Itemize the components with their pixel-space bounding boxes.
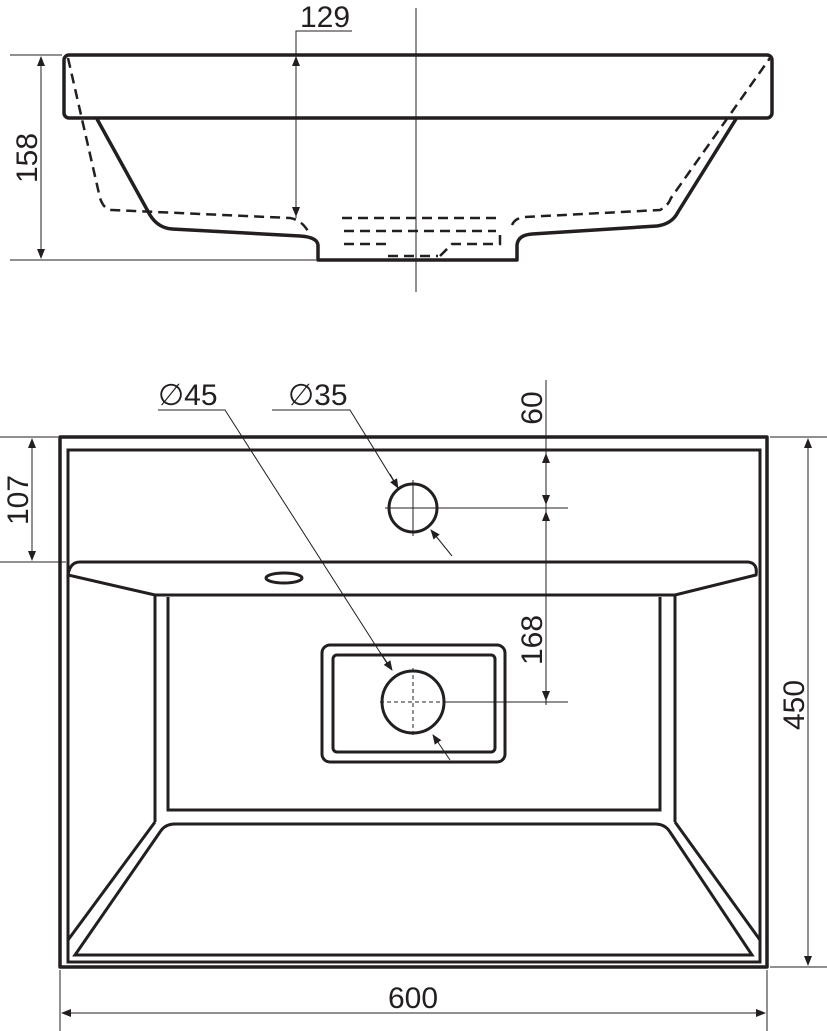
inner-rim <box>66 448 762 964</box>
basin-corner-lines <box>66 821 762 941</box>
leader-arrow <box>432 734 451 761</box>
basin-outline <box>58 435 769 969</box>
basin-floor <box>166 597 662 812</box>
drain-crosshair <box>380 668 446 736</box>
tap-hole-leader <box>272 409 399 489</box>
tap-to-drain-label: 168 <box>516 615 549 665</box>
drain-recess-inner <box>331 653 497 754</box>
top-view: 107 60 168 450 600 ∅45 ∅35 <box>0 379 827 1031</box>
side-view: 158 129 <box>10 1 774 292</box>
leader-arrow <box>389 473 399 489</box>
basin-body <box>95 118 738 262</box>
depth-label: 129 <box>300 1 350 34</box>
depth-leader <box>295 30 352 218</box>
height-label: 158 <box>11 133 44 183</box>
drain-hole <box>380 669 446 735</box>
depth-label: 450 <box>778 680 811 730</box>
tap-offset-label: 60 <box>516 391 549 424</box>
basin-rim <box>62 53 774 120</box>
ledge <box>66 560 758 597</box>
overflow-hole <box>264 571 304 585</box>
width-label: 600 <box>388 982 438 1015</box>
tap-hole-diameter-label: ∅35 <box>288 379 348 412</box>
tap-crosshair <box>385 480 441 536</box>
leader-arrow <box>379 651 393 671</box>
rim-depth-label: 107 <box>2 475 35 525</box>
drain-recess <box>320 643 507 764</box>
leader-arrow <box>430 529 453 557</box>
basin-front-slope <box>72 822 755 957</box>
drain-diameter-label: ∅45 <box>158 379 218 412</box>
drain-leader <box>158 409 391 669</box>
interior-hidden-line <box>66 57 772 258</box>
